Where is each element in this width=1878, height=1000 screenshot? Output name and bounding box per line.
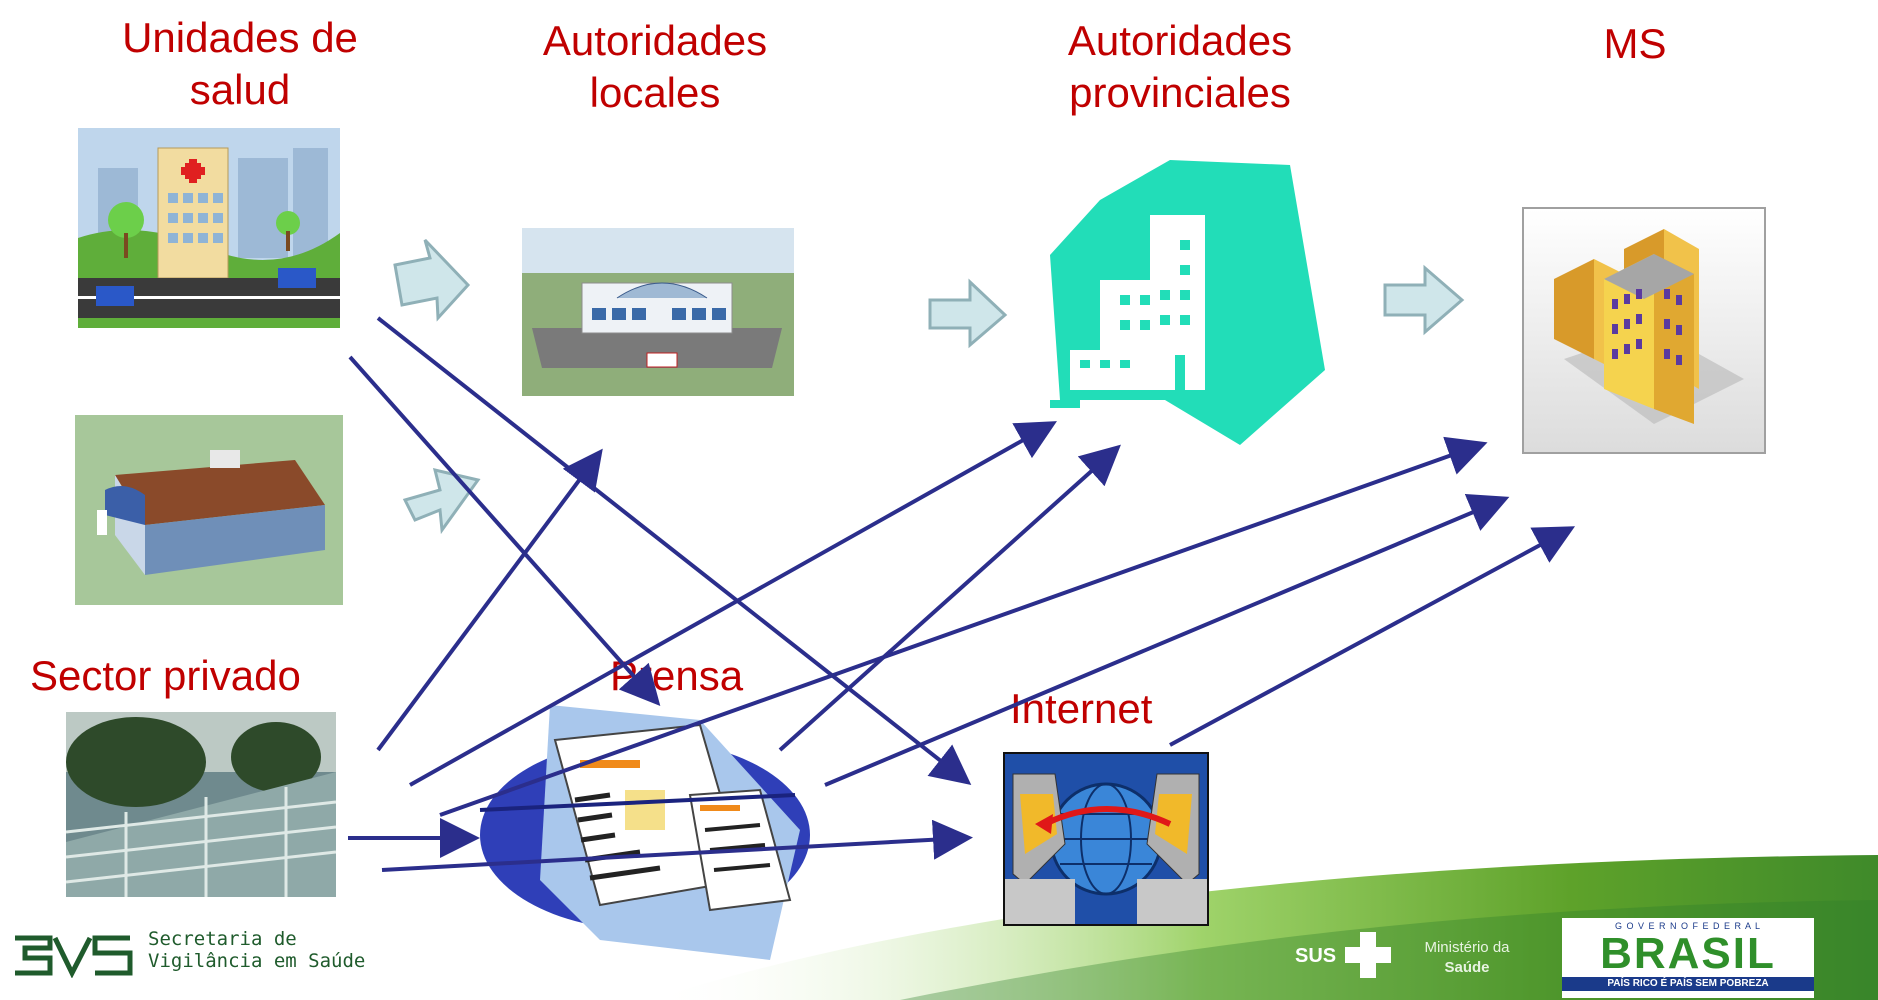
arrow-units-to-press bbox=[348, 355, 661, 706]
svs-logo bbox=[10, 928, 140, 979]
ms-building-image bbox=[1522, 207, 1766, 454]
brasil-slogan: PAÍS RICO É PAÍS SEM POBREZA bbox=[1562, 977, 1814, 991]
arrow-private-to-internet bbox=[381, 819, 973, 872]
block-arrow-provincial-to-ms bbox=[1383, 264, 1465, 336]
arrow-private-to-provincial bbox=[409, 421, 1057, 787]
internet-image bbox=[1003, 752, 1209, 926]
block-arrow-units-to-local bbox=[393, 238, 471, 322]
private-sector-photo bbox=[66, 712, 336, 897]
arrow-private-to-local bbox=[376, 448, 603, 752]
clinic-image bbox=[75, 415, 343, 605]
local-authority-image bbox=[522, 228, 794, 396]
title-health-units: Unidades de salud bbox=[122, 14, 358, 113]
hospital-image bbox=[78, 128, 340, 328]
title-private-sector: Sector privado bbox=[30, 652, 301, 699]
arrow-press-to-provincial bbox=[778, 444, 1121, 752]
svs-line2: Vigilância em Saúde bbox=[148, 950, 366, 972]
brasil-wordmark: BRASIL bbox=[1600, 929, 1776, 978]
ministry-line1: Ministério da bbox=[1424, 939, 1510, 956]
svs-line1: Secretaria de bbox=[148, 928, 297, 950]
arrow-press-to-ms bbox=[824, 493, 1510, 787]
block-arrow-clinic-to-local bbox=[402, 467, 481, 535]
title-provincial-authorities: Autoridades provinciales bbox=[1067, 17, 1293, 116]
ministry-text: Ministério da Saúde bbox=[1412, 938, 1522, 978]
sus-cross-icon bbox=[1345, 932, 1391, 978]
svs-text: Secretaria de Vigilância em Saúde bbox=[148, 928, 365, 972]
arrow-private-to-ms bbox=[439, 436, 1488, 817]
sus-logo-text: SUS bbox=[1295, 945, 1337, 967]
title-ms: MS bbox=[1603, 20, 1667, 67]
gov-federal-label: G O V E R N O F E D E R A L bbox=[1614, 921, 1762, 931]
title-internet: Internet bbox=[1010, 685, 1153, 732]
block-arrow-local-to-provincial bbox=[928, 278, 1008, 349]
arrow-units-to-internet bbox=[376, 316, 972, 785]
arrow-internet-to-ms bbox=[1169, 526, 1576, 747]
ministry-line2: Saúde bbox=[1444, 959, 1490, 976]
brasil-logo: G O V E R N O F E D E R A L BRASIL PAÍS … bbox=[1562, 918, 1814, 998]
title-local-authorities: Autoridades locales bbox=[542, 17, 768, 116]
